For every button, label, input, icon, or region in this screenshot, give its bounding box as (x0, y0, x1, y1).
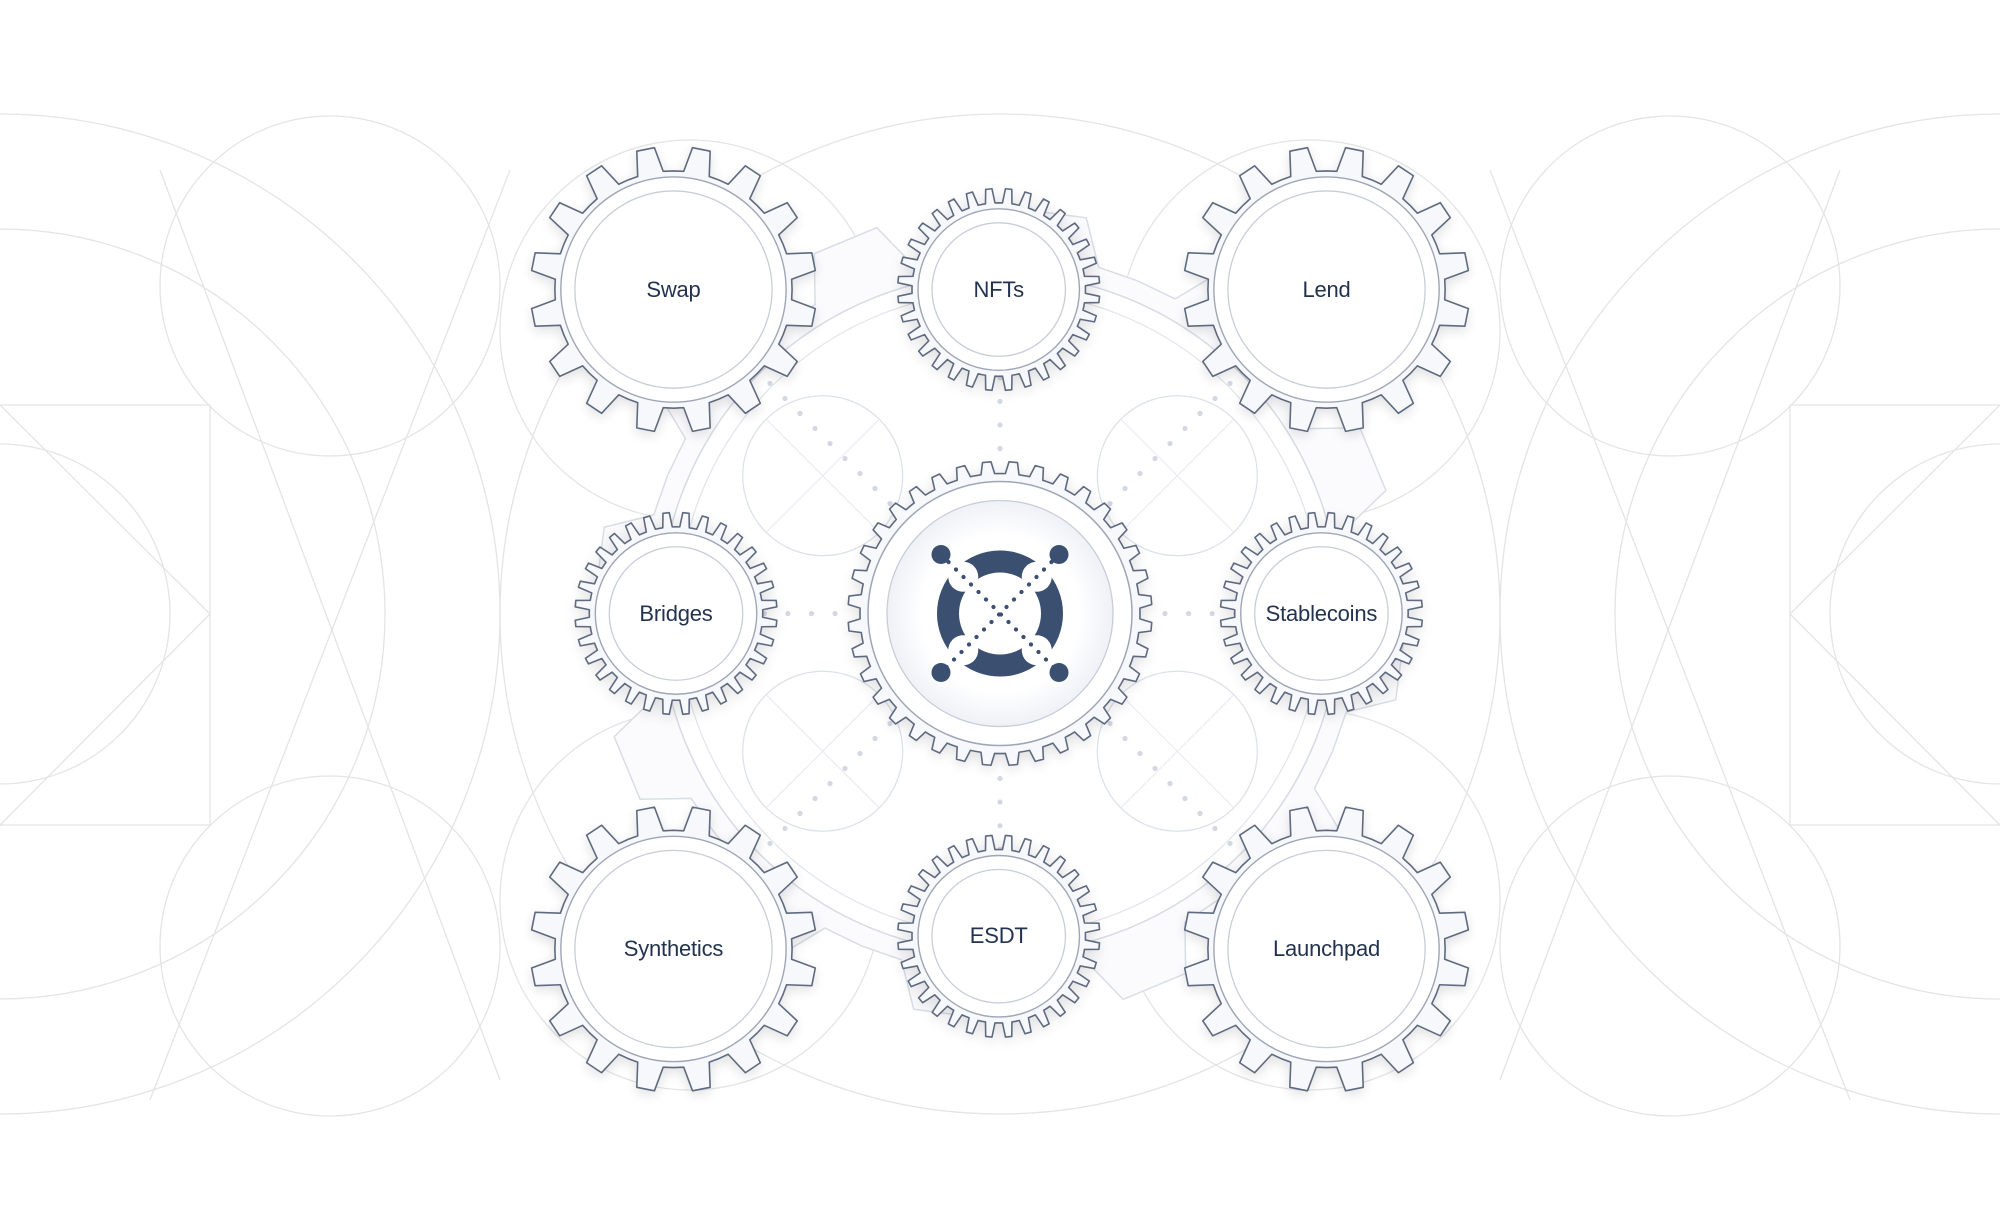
module-label-nfts[interactable]: NFTs (973, 276, 1024, 302)
module-label-lend[interactable]: Lend (1302, 276, 1351, 302)
module-label-bridges[interactable]: Bridges (639, 600, 713, 626)
gear-esdt[interactable] (897, 834, 1101, 1038)
gear-synthetics[interactable] (530, 806, 817, 1092)
module-gears (530, 146, 1470, 1092)
gear-bridges[interactable] (574, 511, 778, 716)
ghost-circles (742, 395, 1258, 832)
elrond-x-logo-icon (931, 545, 1069, 683)
gear-nfts[interactable] (897, 187, 1101, 392)
module-label-launchpad[interactable]: Launchpad (1272, 935, 1381, 961)
gear-launchpad[interactable] (1183, 806, 1470, 1092)
module-label-esdt[interactable]: ESDT (969, 923, 1028, 949)
module-label-swap[interactable]: Swap (646, 276, 701, 302)
module-label-synthetics[interactable]: Synthetics (623, 935, 724, 961)
gear-lend[interactable] (1183, 146, 1470, 433)
gear-swap[interactable] (530, 146, 817, 433)
gear-stablecoins[interactable] (1219, 511, 1424, 716)
module-label-stablecoins[interactable]: Stablecoins (1265, 600, 1378, 626)
